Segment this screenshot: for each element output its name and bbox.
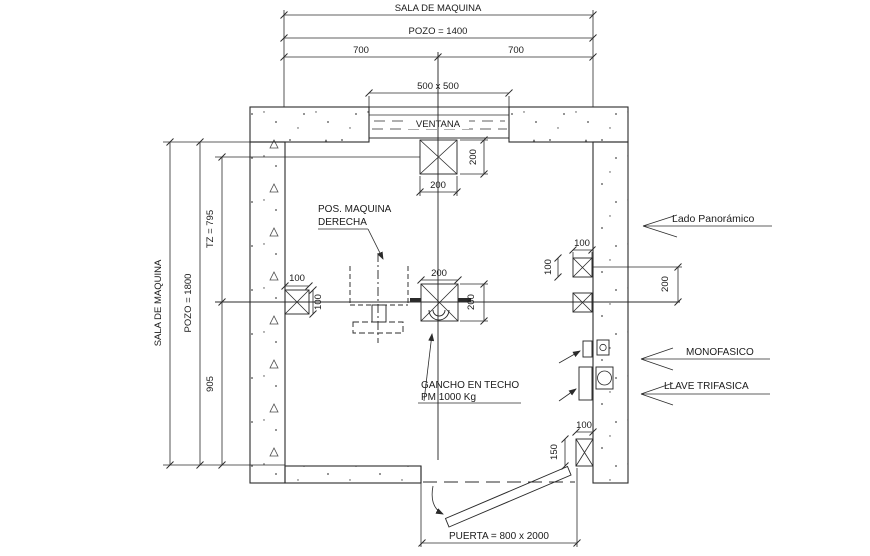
- left-wall-bracket: 100 100: [284, 273, 324, 315]
- machine-position: [349, 253, 409, 343]
- door-jamb-bracket: [575, 438, 594, 467]
- dim-200-top: 200: [431, 268, 447, 279]
- machine-leader-arrow: [367, 228, 384, 260]
- single-phase-outlet: [582, 340, 593, 358]
- dim-200-bottom: 200: [430, 180, 446, 191]
- single-phase-symbol: [599, 343, 607, 352]
- window-anchor-box: 200 200: [419, 139, 485, 193]
- ceiling-hook-box: 200 200: [410, 268, 485, 322]
- window: VENTANA: [368, 106, 510, 139]
- anchor-cross: [419, 139, 458, 175]
- electrical-fixtures: [558, 339, 614, 402]
- dim-100-top: 100: [289, 273, 305, 284]
- dim-200-spacing: 200: [660, 276, 671, 292]
- bracket-upper: [572, 257, 593, 278]
- left-dimensions: SALA DE MAQUINA POZO = 1800 TZ = 795 905: [153, 142, 223, 465]
- dim-100-jamb: 100: [576, 420, 592, 431]
- dim-room-depth-text: SALA DE MAQUINA: [153, 259, 164, 346]
- door-leaf: [444, 465, 572, 528]
- machine-label-line2: DERECHA: [318, 217, 367, 228]
- bracket-lower: [572, 292, 593, 313]
- single-phase-label: MONOFASICO: [686, 347, 754, 358]
- axes: [215, 52, 680, 460]
- window-opening: [368, 106, 510, 139]
- hook-cross: [420, 283, 459, 322]
- door: 100 150 PUERTA = 800 x 2000: [420, 420, 594, 544]
- dim-200-right: 200: [468, 149, 479, 165]
- dim-pit-depth-text: POZO = 1800: [183, 274, 194, 333]
- bracket-lower-cross: [572, 292, 593, 313]
- three-phase-switch: [578, 366, 593, 401]
- door-swing-arc: [431, 485, 444, 515]
- bracket-upper-cross: [572, 257, 593, 278]
- dim-700-right: 700: [508, 45, 524, 56]
- door-jamb-cross: [575, 438, 594, 467]
- hook-leader-arrow: [423, 333, 435, 402]
- dim-100-top: 100: [574, 238, 590, 249]
- anchor-box: [419, 139, 458, 175]
- dim-room-width-text: SALA DE MAQUINA: [395, 3, 482, 14]
- panoramic-side-label: Lado Panorámico: [672, 213, 754, 225]
- bracket-box: [284, 289, 310, 315]
- machine-base-plate: [352, 321, 404, 334]
- right-wall: [592, 141, 629, 484]
- hook-label: GANCHO EN TECHO PM 1000 Kg: [418, 333, 521, 404]
- door-dimension-label: PUERTA = 800 x 2000: [449, 531, 549, 542]
- machine-pedestal: [371, 304, 387, 323]
- hook-box: [420, 283, 459, 322]
- single-phase-arrow: [640, 347, 770, 371]
- dim-905-text: 905: [205, 376, 216, 392]
- dim-100-left: 100: [543, 259, 554, 275]
- left-wall: [249, 141, 286, 484]
- three-phase-label: LLAVE TRIFASICA: [664, 381, 749, 392]
- hook-label-line2: PM 1000 Kg: [421, 392, 476, 403]
- dim-700-left: 700: [353, 45, 369, 56]
- hook-ring: [428, 309, 450, 321]
- hook-flange-left: [410, 298, 421, 302]
- bottom-wall: [284, 465, 422, 484]
- machine-label-line1: POS. MAQUINA: [318, 204, 392, 215]
- pit-walls: [249, 106, 629, 484]
- right-wall-brackets: 100 100 200: [543, 238, 679, 313]
- three-phase-box: [595, 366, 614, 390]
- single-phase-leader: [558, 350, 581, 364]
- right-annotations: Lado Panorámico MONOFASICO LLAVE TRIFASI…: [640, 213, 772, 406]
- panoramic-arrow: [642, 214, 772, 238]
- hook-label-line1: GANCHO EN TECHO: [421, 380, 519, 391]
- bracket-cross: [284, 289, 310, 315]
- dim-200-right: 200: [466, 294, 477, 310]
- single-phase-box: [596, 339, 610, 356]
- dim-150-jamb: 150: [549, 444, 560, 460]
- top-wall-left: [249, 106, 370, 143]
- extension-lines: [163, 10, 682, 547]
- hook-flange-right: [458, 298, 471, 302]
- top-dimensions: SALA DE MAQUINA POZO = 1400 700 700 500 …: [284, 3, 593, 94]
- dim-tz-text: TZ = 795: [205, 210, 216, 248]
- three-phase-leader: [558, 388, 577, 402]
- machine-label: POS. MAQUINA DERECHA: [318, 204, 392, 260]
- three-phase-arrow: [640, 382, 770, 406]
- three-phase-symbol: [597, 370, 612, 386]
- dim-pit-width-text: POZO = 1400: [409, 26, 468, 37]
- top-wall-right: [508, 106, 629, 143]
- dim-100-right: 100: [313, 294, 324, 310]
